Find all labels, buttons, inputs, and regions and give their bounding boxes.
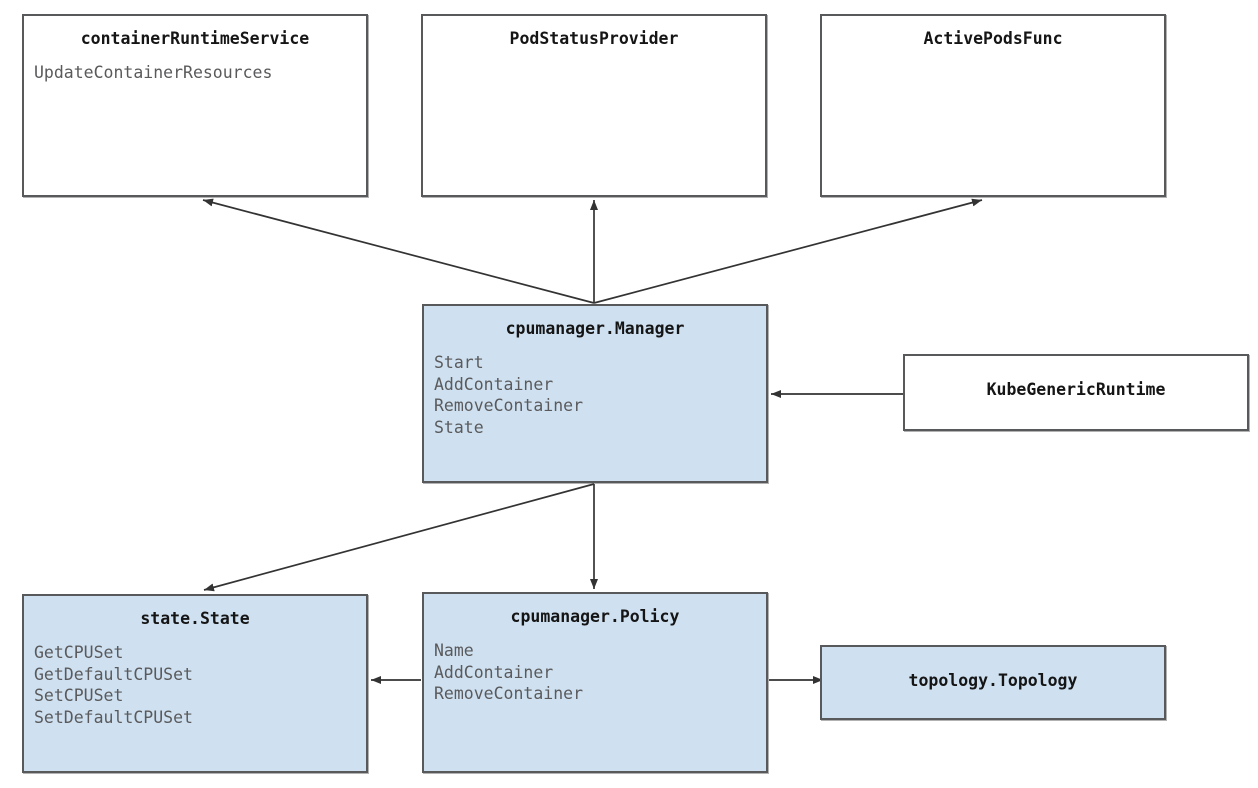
node-kube-generic-runtime[interactable]: KubeGenericRuntime [903,354,1249,431]
node-pod-status-provider[interactable]: PodStatusProvider [421,14,767,197]
node-members: GetCPUSet GetDefaultCPUSet SetCPUSet Set… [24,642,366,728]
node-member: RemoveContainer [434,684,584,703]
node-cpumanager-manager[interactable]: cpumanager.Manager Start AddContainer Re… [422,304,768,483]
edge-manager-to-active-pods-func [593,198,983,304]
edge-manager-to-state-state [203,483,595,592]
node-member: Name [434,641,474,660]
node-title: cpumanager.Manager [505,319,685,338]
node-title: topology.Topology [908,671,1078,690]
node-members: UpdateContainerResources [24,62,366,84]
edge-manager-to-container-runtime-service [202,198,595,304]
node-title: PodStatusProvider [509,29,679,48]
node-member: State [434,417,484,437]
node-members: Name AddContainer RemoveContainer [424,640,766,705]
node-member: GetCPUSet [34,643,124,662]
node-title: containerRuntimeService [80,29,310,48]
node-member: RemoveContainer [434,396,584,415]
node-member: AddContainer [434,662,554,682]
node-cpumanager-policy[interactable]: cpumanager.Policy Name AddContainer Remo… [422,592,768,773]
node-member: Start [434,353,484,372]
node-topology-topology[interactable]: topology.Topology [820,645,1166,720]
node-title: state.State [140,609,250,628]
node-member: SetCPUSet [34,686,124,705]
node-container-runtime-service[interactable]: containerRuntimeService UpdateContainerR… [22,14,368,197]
node-state-state[interactable]: state.State GetCPUSet GetDefaultCPUSet S… [22,594,368,773]
node-members: Start AddContainer RemoveContainer State [424,352,766,438]
node-member: AddContainer [434,374,554,394]
node-member: SetDefaultCPUSet [34,707,193,727]
node-member: UpdateContainerResources [34,63,273,82]
node-title: ActivePodsFunc [923,29,1063,48]
node-active-pods-func[interactable]: ActivePodsFunc [820,14,1166,197]
node-member: GetDefaultCPUSet [34,664,193,684]
node-title: cpumanager.Policy [510,607,680,626]
node-title: KubeGenericRuntime [986,380,1166,399]
